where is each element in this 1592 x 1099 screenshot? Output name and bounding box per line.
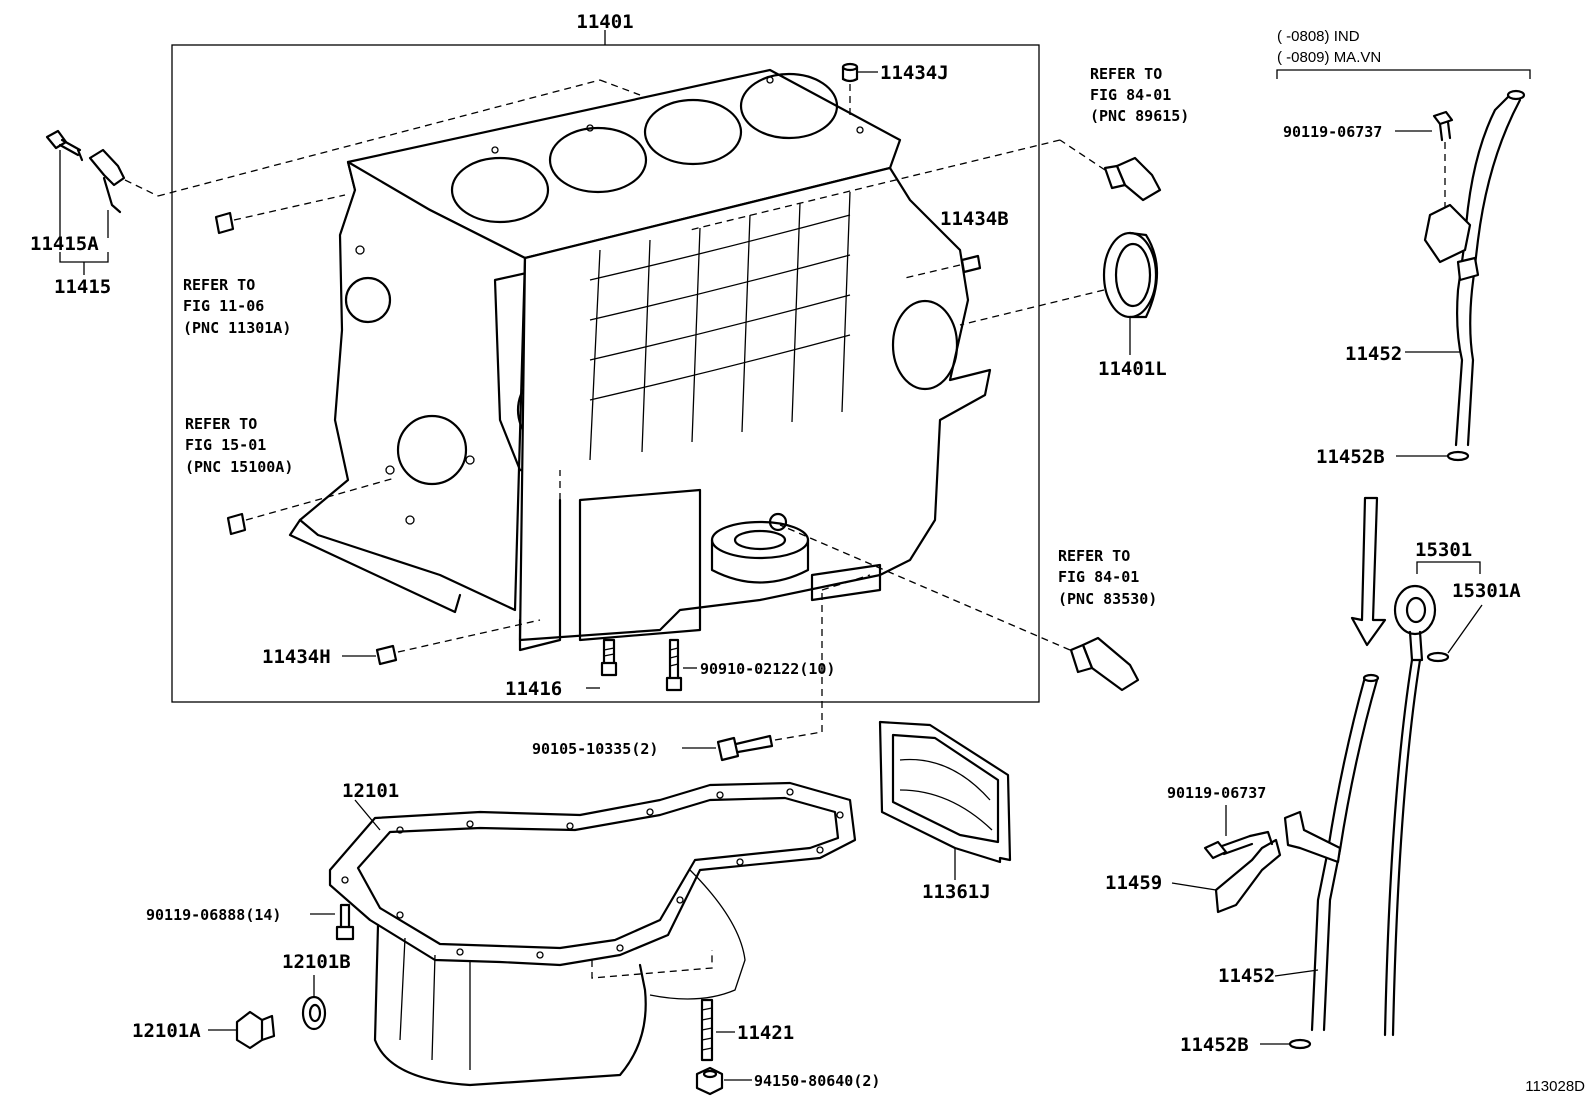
baffle-plate-11361j[interactable]: 11361J — [878, 720, 1012, 903]
clamp-11459[interactable]: 11459 — [1105, 830, 1282, 914]
bolt-90910[interactable]: 90910-02122(10) — [665, 638, 835, 692]
label-stud[interactable]: 11421 — [737, 1022, 794, 1044]
label-guide-bolt-bottom[interactable]: 90119-06737 — [1167, 784, 1266, 802]
label-bolt-11416[interactable]: 11416 — [505, 678, 562, 700]
label-guide-top[interactable]: 11452 — [1345, 343, 1402, 365]
ref-89615-line1: REFER TO — [1090, 65, 1162, 83]
label-bolt-90910[interactable]: 90910-02122(10) — [700, 660, 835, 678]
guide-bolt-top[interactable]: 90119-06737 — [1283, 110, 1454, 215]
cylinder-block-drawing[interactable] — [288, 68, 992, 652]
down-arrow — [1350, 496, 1387, 647]
cylinder-block-group: 11401 — [171, 11, 1040, 703]
guide-tube-top[interactable]: 11452 — [1345, 89, 1526, 447]
drain-gasket[interactable]: 12101B — [282, 951, 351, 1031]
applicability-note: ( -0808) IND ( -0809) MA.VN — [1276, 28, 1531, 79]
sensor-89615[interactable]: REFER TO FIG 84-01 (PNC 89615) — [689, 65, 1189, 231]
label-nut[interactable]: 94150-80640(2) — [754, 1072, 880, 1090]
drain-plug[interactable]: 12101A — [132, 1010, 276, 1050]
oil-pan-bolt[interactable]: 90119-06888(14) — [146, 903, 355, 941]
ref-15100-line3: (PNC 15100A) — [185, 458, 293, 476]
figure-id: 113028D — [1525, 1078, 1585, 1095]
label-drain-cock[interactable]: 11415 — [54, 276, 111, 298]
ref-83530-line3: (PNC 83530) — [1058, 590, 1157, 608]
label-oring-bottom[interactable]: 11452B — [1180, 1034, 1249, 1056]
label-cylinder-block[interactable]: 11401 — [576, 11, 633, 33]
label-oil-seal[interactable]: 11401L — [1098, 358, 1167, 380]
ref-15100-line1: REFER TO — [185, 415, 257, 433]
ref-15100-line2: FIG 15-01 — [185, 436, 266, 454]
applicability-line2: ( -0809) MA.VN — [1277, 49, 1381, 66]
label-straight-pin-top[interactable]: 11434J — [880, 62, 949, 84]
straight-pin-11434b[interactable]: 11434B — [904, 208, 1009, 279]
label-guide-bolt-top[interactable]: 90119-06737 — [1283, 123, 1382, 141]
oil-seal-11401l[interactable]: 11401L — [959, 231, 1167, 380]
bolt-90105[interactable]: 90105-10335(2) — [532, 574, 871, 762]
label-straight-pin-right[interactable]: 11434B — [940, 208, 1009, 230]
guide-tube-bottom[interactable]: 11452 — [1218, 673, 1380, 1032]
label-dipstick[interactable]: 15301 — [1415, 539, 1472, 561]
straight-pin-11434j[interactable]: 11434J — [841, 62, 949, 120]
bolt-11416[interactable]: 11416 — [505, 638, 618, 700]
ref-83530-line2: FIG 84-01 — [1058, 568, 1139, 586]
reference-11301: REFER TO FIG 11-06 (PNC 11301A) — [183, 276, 291, 337]
ref-11301-line2: FIG 11-06 — [183, 297, 264, 315]
nut-94150[interactable]: 94150-80640(2) — [695, 1066, 880, 1096]
label-guide-bottom[interactable]: 11452 — [1218, 965, 1275, 987]
label-drain-plug[interactable]: 12101A — [132, 1020, 201, 1042]
drain-cock-group[interactable]: 11415A 11415 — [30, 79, 641, 298]
label-baffle-plate[interactable]: 11361J — [922, 881, 991, 903]
label-clamp[interactable]: 11459 — [1105, 872, 1162, 894]
straight-pin-lower-left[interactable] — [226, 477, 396, 536]
applicability-line1: ( -0808) IND — [1277, 28, 1360, 45]
label-oil-pan[interactable]: 12101 — [342, 780, 399, 802]
ref-11301-line3: (PNC 11301A) — [183, 319, 291, 337]
ref-89615-line3: (PNC 89615) — [1090, 107, 1189, 125]
ref-89615-line2: FIG 84-01 — [1090, 86, 1171, 104]
dipstick-15301[interactable]: 15301 — [1383, 539, 1481, 1037]
stud-11421[interactable]: 11421 — [700, 998, 794, 1062]
label-straight-pin-bottom[interactable]: 11434H — [262, 646, 331, 668]
label-bolt-90105[interactable]: 90105-10335(2) — [532, 740, 658, 758]
oil-pan-12101[interactable]: 12101 — [328, 780, 857, 1087]
oring-top[interactable]: 11452B — [1316, 446, 1470, 468]
label-oring-top[interactable]: 11452B — [1316, 446, 1385, 468]
reference-15100: REFER TO FIG 15-01 (PNC 15100A) — [185, 415, 293, 476]
oring-bottom[interactable]: 11452B — [1180, 1034, 1312, 1056]
label-drain-gasket[interactable]: 12101B — [282, 951, 351, 973]
sensor-83530[interactable]: REFER TO FIG 84-01 (PNC 83530) — [779, 524, 1157, 692]
label-dipstick-oring[interactable]: 15301A — [1452, 580, 1521, 602]
label-drain-cock-sub[interactable]: 11415A — [30, 233, 99, 255]
label-oil-pan-bolt[interactable]: 90119-06888(14) — [146, 906, 281, 924]
guide-bolt-bottom[interactable]: 90119-06737 — [1167, 784, 1266, 860]
straight-pin-11434h[interactable]: 11434H — [262, 470, 561, 668]
straight-pin-left[interactable] — [214, 194, 346, 235]
ref-83530-line1: REFER TO — [1058, 547, 1130, 565]
ref-11301-line1: REFER TO — [183, 276, 255, 294]
dipstick-oring[interactable]: 15301A — [1426, 580, 1521, 663]
